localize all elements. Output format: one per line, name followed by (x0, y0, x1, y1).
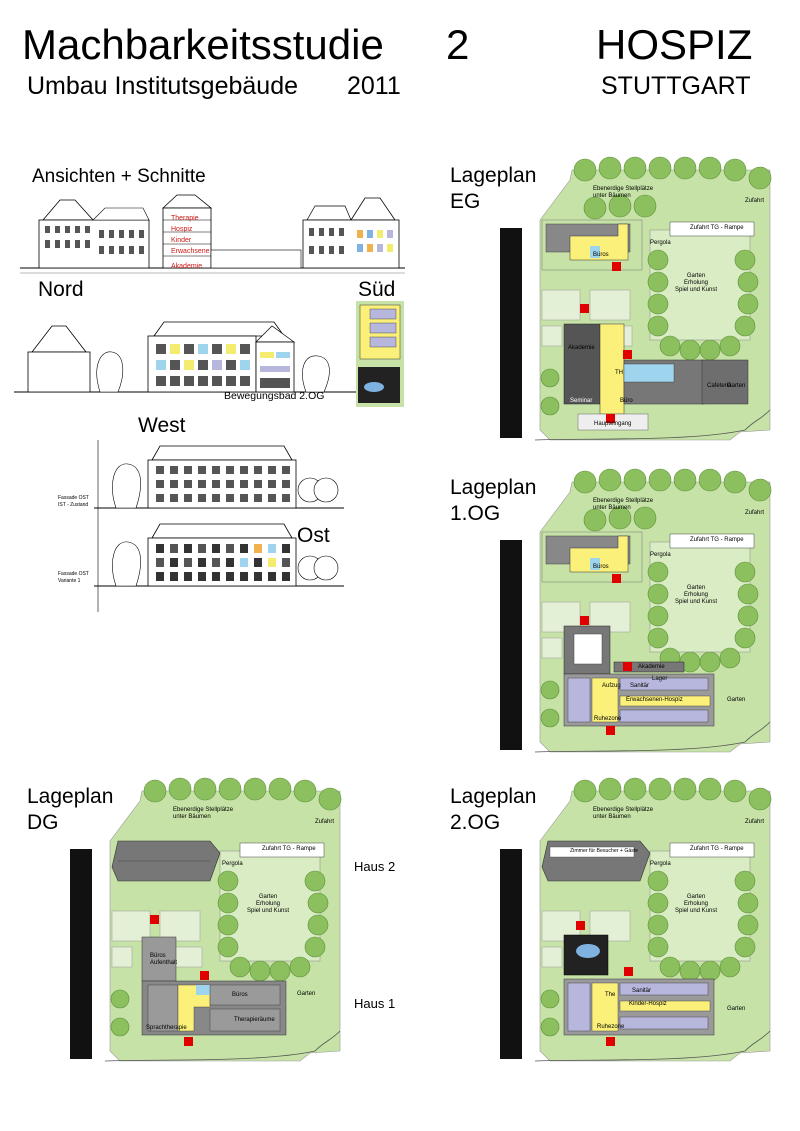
plan-2og-room-the: The (605, 992, 616, 998)
plan-eg-pergola: Pergola (650, 240, 671, 246)
plan-2og-zufahrt-tg: Zufahrt TG - Rampe (690, 846, 744, 852)
project-name: HOSPIZ (596, 21, 753, 68)
plan-dg-room-bueros: Büros (150, 953, 166, 959)
plan-1og-drawing (500, 468, 772, 753)
plan-2og-title-2: 2.OG (450, 811, 501, 834)
elevation-west-drawing (14, 321, 359, 393)
label-bewegungsbad: Bewegungsbad 2.OG (224, 390, 325, 402)
fassade-ist-label-2: IST - Zustand (58, 502, 89, 508)
stack-label-kinder: Kinder (171, 237, 192, 244)
plan-eg-room-bueros: Büros (593, 252, 609, 258)
plan-2og-zimmer: Zimmer für Besucher + Gäste (570, 848, 639, 854)
plan-dg-garten-3: Spiel und Kunst (247, 908, 290, 914)
plan-dg-room-bueros-2: Büros (232, 992, 248, 998)
plan-eg-stellplaetze-1: Ebenerdige Stellplätze (593, 186, 654, 192)
plan-eg-drawing (500, 156, 772, 441)
label-sued: Süd (358, 278, 396, 301)
plan-1og-garten-label: Garten (727, 697, 746, 703)
label-ost: Ost (297, 524, 330, 547)
plan-1og-zufahrt: Zufahrt (745, 510, 765, 516)
title: Machbarkeitsstudie (22, 21, 384, 68)
plan-dg-stellplaetze-1: Ebenerdige Stellplätze (173, 807, 234, 813)
plan-2og-zufahrt: Zufahrt (745, 819, 765, 825)
plan-1og-title-1: Lageplan (450, 476, 537, 499)
plan-eg-zufahrt: Zufahrt (745, 198, 765, 204)
plan-dg-garten-label: Garten (297, 991, 316, 997)
plan-dg-drawing (70, 777, 342, 1062)
stack-label-akademie: Akademie (171, 263, 203, 270)
stack-label-erwachsene: Erwachsene (171, 248, 210, 255)
plan-eg-room-buero: Büro (620, 398, 633, 404)
plan-2og-pergola: Pergola (650, 861, 671, 867)
plan-1og-room-bueros: Büros (593, 564, 609, 570)
plan-dg-haus-1: Haus 1 (354, 996, 396, 1011)
plan-eg-room-cafeteria: Cafeteria (707, 383, 732, 389)
plan-eg-room-seminar: Seminar (570, 398, 593, 404)
plan-dg-zufahrt-tg: Zufahrt TG - Rampe (262, 846, 316, 852)
plan-eg-stellplaetze-2: unter Bäumen (593, 193, 631, 199)
stack-label-hospiz: Hospiz (171, 226, 193, 233)
plan-1og-room-erwachsenen-hospiz: Erwachsenen-Hospiz (626, 697, 683, 703)
plan-1og-room-aufzug: Aufzug (602, 683, 621, 689)
plan-eg-garten-1: Garten (686, 273, 706, 279)
subtitle: Umbau Institutsgebäude (27, 72, 299, 100)
plan-eg-garten-label: Garten (727, 383, 746, 389)
plan-dg-room-sprachtherapie: Sprachtherapie (146, 1025, 187, 1031)
plan-2og-garten-label: Garten (727, 1006, 746, 1012)
subtitle-year: 2011 (347, 72, 401, 100)
plan-dg-pergola: Pergola (222, 861, 243, 867)
plan-eg-zufahrt-tg: Zufahrt TG - Rampe (690, 225, 744, 231)
plan-eg-garten-2: Erholung (684, 280, 709, 286)
fassade-var-label-1: Fassade OST (58, 571, 89, 577)
plan-1og-garten-1: Garten (686, 585, 706, 591)
plan-eg-garten-3: Spiel und Kunst (675, 287, 718, 293)
plan-1og-pergola: Pergola (650, 552, 671, 558)
plan-dg-title-2: DG (27, 811, 59, 834)
plan-eg-room-th: TH (615, 370, 623, 376)
plan-1og-title-2: 1.OG (450, 502, 501, 525)
plan-2og-garten-2: Erholung (684, 901, 709, 907)
elevation-ost-drawing (94, 440, 344, 612)
city: STUTTGART (601, 72, 751, 100)
plan-eg-title-1: Lageplan (450, 164, 537, 187)
plan-1og-stellplaetze-2: unter Bäumen (593, 505, 631, 511)
plan-1og-stellplaetze-1: Ebenerdige Stellplätze (593, 498, 654, 504)
plan-1og-room-akademie: Akademie (638, 664, 665, 670)
plan-2og-garten-1: Garten (686, 894, 706, 900)
plan-1og-garten-2: Erholung (684, 592, 709, 598)
plan-eg-haupteingang: Haupteingang (594, 421, 632, 427)
label-nord: Nord (38, 278, 84, 301)
plan-eg-room-akademie: Akademie (568, 345, 595, 351)
title-number: 2 (446, 21, 470, 68)
plan-1og-garten-3: Spiel und Kunst (675, 599, 718, 605)
plan-1og-room-lager: Lager (652, 676, 668, 682)
plan-dg-zufahrt: Zufahrt (315, 819, 335, 825)
plan-2og-garten-3: Spiel und Kunst (675, 908, 718, 914)
fassade-ist-label-1: Fassade OST (58, 495, 89, 501)
plan-2og-stellplaetze-2: unter Bäumen (593, 814, 631, 820)
plan-1og-zufahrt-tg: Zufahrt TG - Rampe (690, 537, 744, 543)
plan-2og-room-ruhezone: Ruhezone (597, 1024, 625, 1030)
plan-2og-drawing (500, 777, 772, 1062)
plan-1og-room-sanitaer: Sanitär (630, 683, 650, 689)
plan-2og-title-1: Lageplan (450, 785, 537, 808)
plan-dg-garten-1: Garten (258, 894, 278, 900)
plan-dg-room-therapieraeume: Therapieräume (234, 1017, 275, 1023)
elevations-heading: Ansichten + Schnitte (32, 166, 206, 187)
stack-label-therapie: Therapie (171, 215, 199, 222)
plan-eg-title-2: EG (450, 190, 481, 213)
label-west: West (138, 414, 186, 437)
plan-dg-room-aufenthalt: Aufenthalt (150, 960, 178, 966)
elevation-nord-drawing (20, 194, 405, 274)
plan-dg-haus-2: Haus 2 (354, 859, 396, 874)
plan-2og-room-kinder-hospiz: Kinder-Hospiz (629, 1001, 667, 1007)
plan-1og-room-ruhezone: Ruhezone (594, 716, 622, 722)
plan-dg-title-1: Lageplan (27, 785, 114, 808)
elevation-sued-plan (356, 301, 404, 407)
plan-2og-stellplaetze-1: Ebenerdige Stellplätze (593, 807, 654, 813)
plan-dg-stellplaetze-2: unter Bäumen (173, 814, 211, 820)
plan-dg-garten-2: Erholung (256, 901, 281, 907)
fassade-var-label-2: Variante 1 (58, 578, 81, 584)
plan-2og-room-sanitaer: Sanitär (632, 988, 652, 994)
